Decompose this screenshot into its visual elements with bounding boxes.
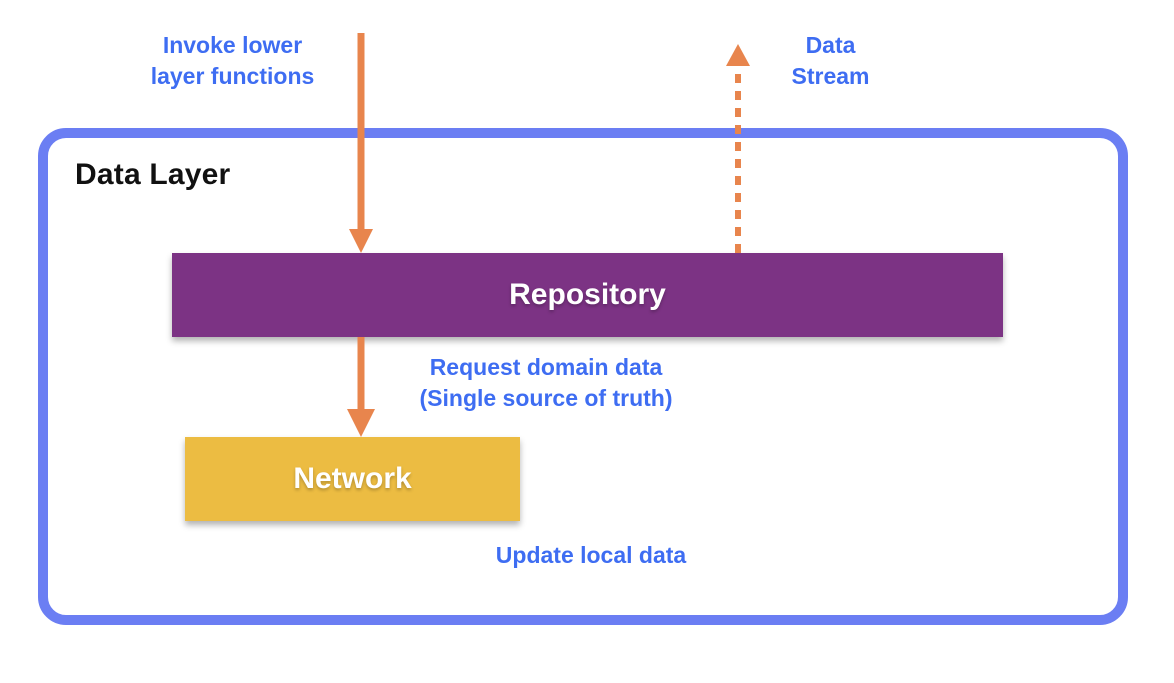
update-local-label: Update local data (495, 542, 687, 568)
repository-box: Repository (172, 253, 1003, 337)
data-stream-arrow-head (726, 44, 750, 66)
network-box: Network (185, 437, 520, 521)
request-domain-label: Request domain data (Single source of tr… (419, 354, 673, 412)
network-label: Network (293, 462, 412, 495)
data-layer-title: Data Layer (75, 158, 231, 191)
repository-label: Repository (509, 278, 666, 311)
invoke-lower-label: Invoke lower layer functions (150, 32, 315, 90)
data-stream-label: Data Stream (791, 32, 870, 90)
data-layer-container (38, 128, 1128, 625)
